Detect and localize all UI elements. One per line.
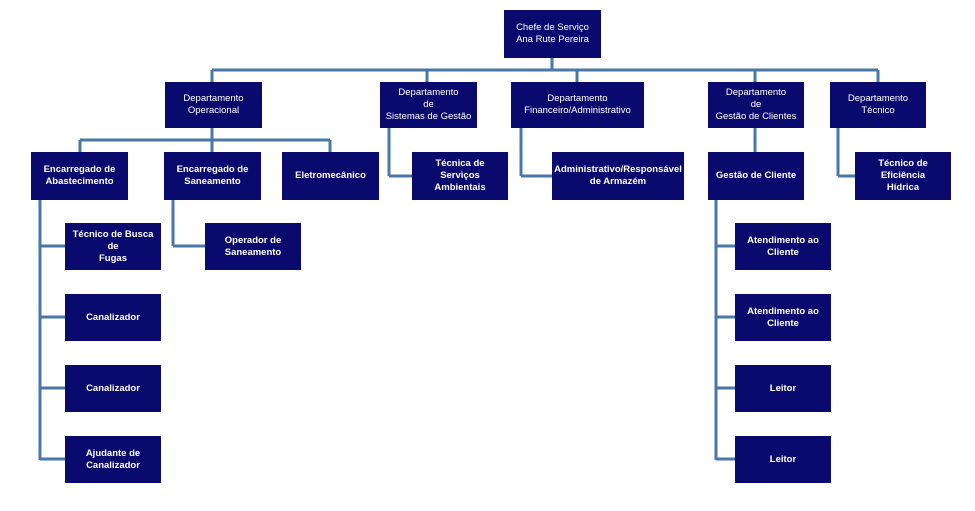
gestao-cliente: Gestão de Cliente xyxy=(708,152,804,200)
eletromecanico: Eletromecânico xyxy=(282,152,379,200)
clientes-staff-item: Atendimento ao Cliente xyxy=(735,223,831,270)
clientes-staff-item: Atendimento ao Cliente xyxy=(735,294,831,341)
abastecimento-staff-item: Técnico de Busca de Fugas xyxy=(65,223,161,270)
dept-gestao-clientes: Departamento de Gestão de Clientes xyxy=(708,82,804,128)
clientes-staff-item: Leitor xyxy=(735,365,831,412)
dept-sistemas-gestao: Departamento de Sistemas de Gestão xyxy=(380,82,477,128)
chief-title: Chefe de Serviço xyxy=(516,22,589,33)
chief-name: Ana Rute Pereira xyxy=(516,34,589,45)
chief-box: Chefe de Serviço Ana Rute Pereira xyxy=(504,10,601,58)
dept-operacional: Departamento Operacional xyxy=(165,82,262,128)
dept-financeiro-administrativo: Departamento Financeiro/Administrativo xyxy=(511,82,644,128)
dept-tecnico: Departamento Técnico xyxy=(830,82,926,128)
abastecimento-staff-item: Canalizador xyxy=(65,365,161,412)
sistemas-staff-item: Técnica de Serviços Ambientais xyxy=(412,152,508,200)
financeiro-staff-item: Administrativo/Responsável de Armazém xyxy=(552,152,684,200)
saneamento-staff-item: Operador de Saneamento xyxy=(205,223,301,270)
tecnico-staff-item: Técnico de Eficiência Hídrica xyxy=(855,152,951,200)
abastecimento-staff-item: Canalizador xyxy=(65,294,161,341)
encarregado-abastecimento: Encarregado de Abastecimento xyxy=(31,152,128,200)
abastecimento-staff-item: Ajudante de Canalizador xyxy=(65,436,161,483)
encarregado-saneamento: Encarregado de Saneamento xyxy=(164,152,261,200)
clientes-staff-item: Leitor xyxy=(735,436,831,483)
